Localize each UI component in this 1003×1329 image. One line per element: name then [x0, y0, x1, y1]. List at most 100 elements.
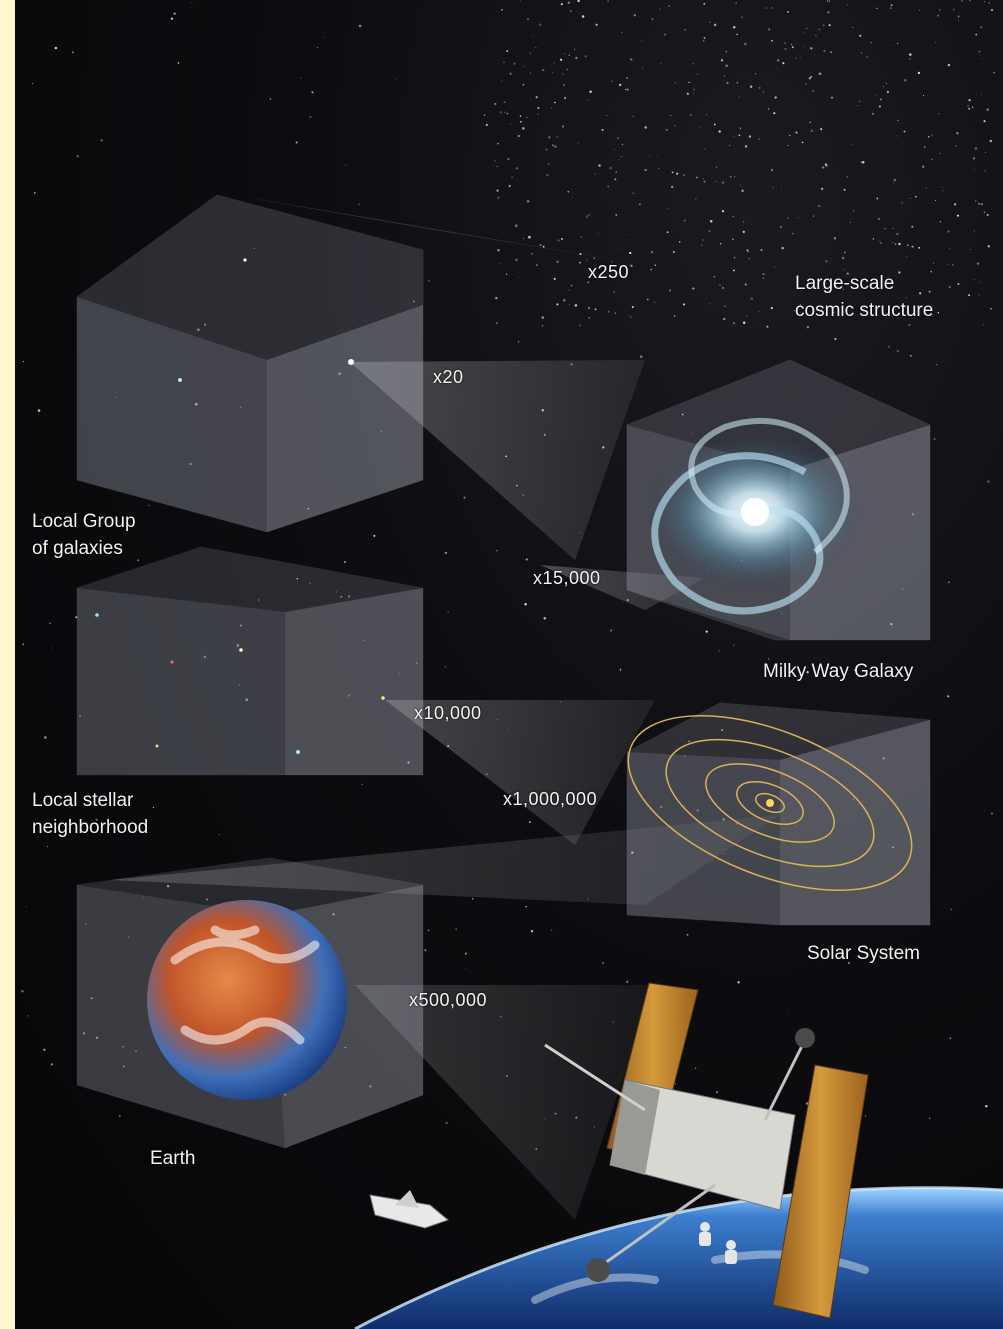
star	[758, 138, 760, 140]
star	[50, 1063, 53, 1066]
star	[702, 239, 704, 241]
star	[760, 249, 763, 251]
star	[317, 46, 319, 49]
star	[741, 189, 744, 192]
star	[505, 273, 508, 275]
star	[191, 2, 193, 4]
star	[690, 433, 692, 435]
star	[519, 0, 521, 2]
star	[947, 230, 950, 233]
star	[830, 96, 834, 99]
star	[952, 8, 955, 11]
star	[530, 72, 532, 74]
star	[240, 624, 242, 627]
star	[935, 363, 938, 366]
star	[517, 134, 520, 138]
star	[947, 63, 951, 67]
star	[892, 242, 894, 244]
star	[882, 757, 885, 760]
star	[985, 152, 987, 153]
star	[614, 178, 617, 181]
star	[625, 77, 629, 80]
star	[826, 0, 829, 2]
star	[939, 9, 941, 11]
star	[204, 323, 206, 326]
star	[696, 176, 698, 179]
star	[993, 71, 995, 74]
star	[733, 136, 735, 138]
star	[525, 558, 528, 561]
star	[567, 1, 571, 4]
star	[746, 249, 749, 252]
star	[931, 158, 934, 161]
star	[668, 289, 672, 292]
star	[789, 134, 791, 137]
star	[718, 130, 721, 133]
star	[672, 250, 676, 254]
star	[197, 328, 200, 332]
star	[911, 245, 914, 248]
star	[127, 936, 130, 939]
star	[424, 949, 427, 952]
star	[413, 216, 415, 218]
star	[777, 59, 780, 62]
star	[613, 290, 616, 293]
star	[830, 51, 832, 53]
star	[495, 321, 498, 324]
star	[557, 239, 560, 242]
star	[820, 187, 824, 191]
star	[693, 93, 695, 95]
star	[948, 286, 951, 288]
star	[971, 106, 974, 108]
star	[750, 297, 753, 300]
star	[610, 629, 613, 632]
star	[732, 26, 736, 29]
star	[79, 715, 81, 717]
star	[309, 582, 311, 584]
star	[676, 172, 679, 175]
star	[796, 825, 798, 827]
star	[937, 14, 940, 17]
star	[663, 33, 667, 36]
star	[525, 905, 527, 908]
star	[808, 77, 811, 80]
star	[957, 20, 959, 22]
star	[747, 251, 749, 253]
star	[535, 46, 537, 49]
star	[842, 288, 844, 290]
star	[856, 105, 858, 107]
star	[983, 211, 986, 214]
star	[768, 108, 770, 110]
star	[683, 219, 686, 222]
star	[718, 650, 720, 652]
star	[950, 908, 953, 911]
star	[846, 176, 848, 178]
star	[909, 53, 912, 56]
illustration-frame: Large-scale cosmic structure Local Group…	[15, 0, 1003, 1329]
star	[667, 207, 668, 209]
star	[843, 251, 846, 254]
star	[541, 325, 544, 327]
star	[804, 46, 806, 48]
star	[518, 276, 520, 278]
star	[768, 658, 770, 660]
star	[485, 123, 488, 126]
star	[770, 307, 773, 310]
space-shuttle-icon	[369, 1190, 449, 1229]
star	[823, 287, 825, 289]
star	[152, 806, 154, 809]
star	[975, 33, 978, 36]
star	[788, 1009, 790, 1011]
star	[504, 111, 506, 113]
star	[625, 88, 627, 91]
star	[527, 18, 529, 20]
star	[696, 809, 699, 812]
star	[630, 58, 633, 61]
star	[528, 235, 531, 239]
star	[621, 143, 623, 145]
star	[674, 82, 676, 84]
star	[681, 413, 684, 416]
star	[967, 105, 969, 107]
star	[523, 65, 525, 67]
star	[842, 256, 845, 260]
